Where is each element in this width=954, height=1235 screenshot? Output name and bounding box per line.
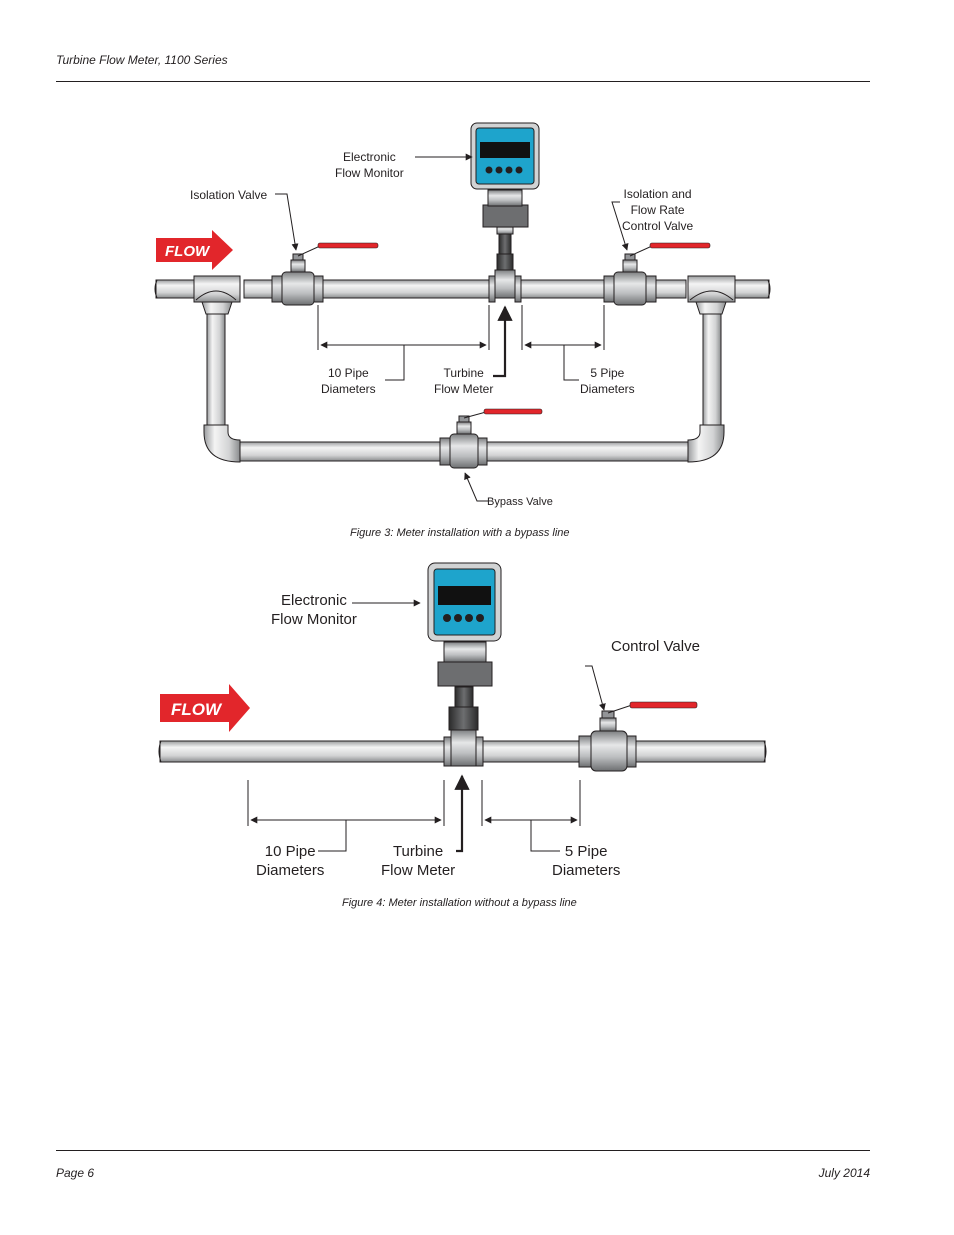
turbine-flow-meter (443, 686, 484, 767)
isolation-valve-label: Isolation Valve (190, 188, 268, 202)
control-valve (578, 701, 698, 772)
electronic-flow-monitor (427, 562, 502, 687)
page-number: Page 6 (56, 1166, 95, 1180)
valve-handle (649, 242, 711, 249)
valve-handle (629, 701, 698, 709)
footer-rule (56, 1150, 870, 1151)
upstream-pipe (159, 740, 445, 763)
figure-4-caption: Figure 4: Meter installation without a b… (342, 897, 577, 909)
bypass-valve (439, 408, 543, 469)
flow-arrow-label: FLOW (171, 700, 223, 719)
valve-handle (317, 242, 379, 249)
isolation-valve (271, 242, 379, 306)
outlet-tee (687, 275, 770, 315)
flow-direction-arrow: FLOW (160, 684, 250, 732)
electronic-flow-monitor (470, 122, 540, 228)
turbine-flow-meter (488, 225, 522, 303)
bypass-valve-label: Bypass Valve (487, 496, 553, 508)
header-rule (56, 81, 870, 82)
upstream-pipe (322, 279, 490, 299)
document-date: July 2014 (818, 1166, 870, 1180)
control-valve-label: Control Valve (611, 638, 700, 655)
control-valve (603, 242, 711, 306)
downstream-pipe (481, 740, 580, 763)
figure-4-drawing: FLOW (158, 562, 767, 853)
flow-arrow-label: FLOW (165, 243, 211, 260)
figure-3-caption: Figure 3: Meter installation with a bypa… (350, 527, 570, 539)
inlet-tee (155, 275, 241, 315)
downstream-pipe (519, 279, 605, 299)
flow-direction-arrow: FLOW (156, 230, 233, 270)
document-header-title: Turbine Flow Meter, 1100 Series (56, 53, 228, 67)
figure-3-drawing: FLOW (154, 122, 771, 502)
valve-handle (483, 408, 543, 415)
